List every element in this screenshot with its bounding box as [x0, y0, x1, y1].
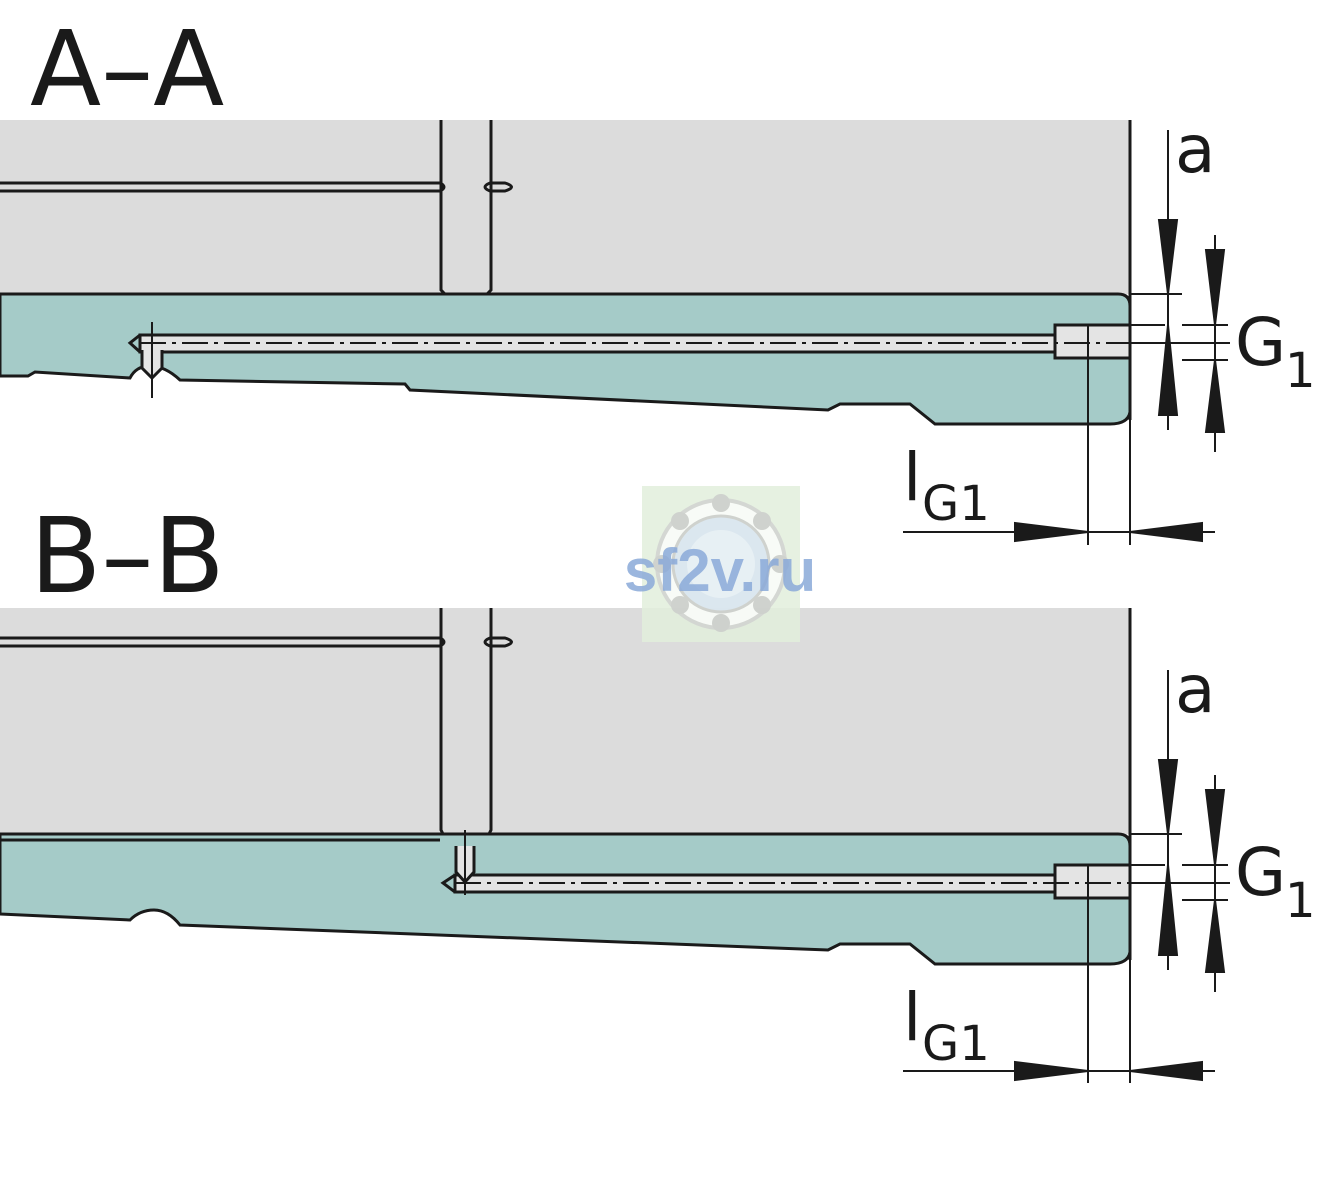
section-a-housing: [0, 120, 1130, 306]
section-b-carriage: [0, 832, 1132, 966]
section-b-dim-a: a: [1130, 651, 1215, 970]
section-b-lube-bore: [440, 830, 1160, 900]
section-a-label-l: l: [903, 439, 921, 516]
bearing-logo-icon: [653, 494, 789, 632]
section-a-dim-lg1: l G1: [903, 358, 1215, 545]
section-a-lube-bore: [127, 322, 1160, 398]
section-b-label-g-sub: 1: [1285, 873, 1316, 929]
section-a-carriage: [0, 292, 1132, 426]
section-b-label-l: l: [903, 979, 921, 1056]
section-a-dim-a: a: [1130, 111, 1215, 430]
section-a-label-l-sub: G1: [922, 476, 990, 532]
section-b-dim-lg1: l G1: [903, 898, 1215, 1083]
section-b: B–B: [0, 495, 1316, 1083]
section-b-label-g: G: [1235, 834, 1286, 911]
section-b-title: B–B: [30, 495, 225, 617]
section-b-label-l-sub: G1: [922, 1016, 990, 1072]
watermark: sf2v.ru: [624, 486, 816, 642]
watermark-text: sf2v.ru: [624, 537, 816, 604]
section-b-housing: [0, 608, 1130, 838]
section-a-label-g: G: [1235, 304, 1286, 381]
section-b-dim-g1: G 1: [1130, 775, 1316, 992]
section-a-label-a: a: [1175, 111, 1215, 188]
section-a-title: A–A: [30, 8, 224, 130]
section-b-label-a: a: [1175, 651, 1215, 728]
section-a-dim-g1: G 1: [1130, 235, 1316, 452]
section-a: A–A a: [0, 8, 1316, 545]
section-a-label-g-sub: 1: [1285, 343, 1316, 399]
